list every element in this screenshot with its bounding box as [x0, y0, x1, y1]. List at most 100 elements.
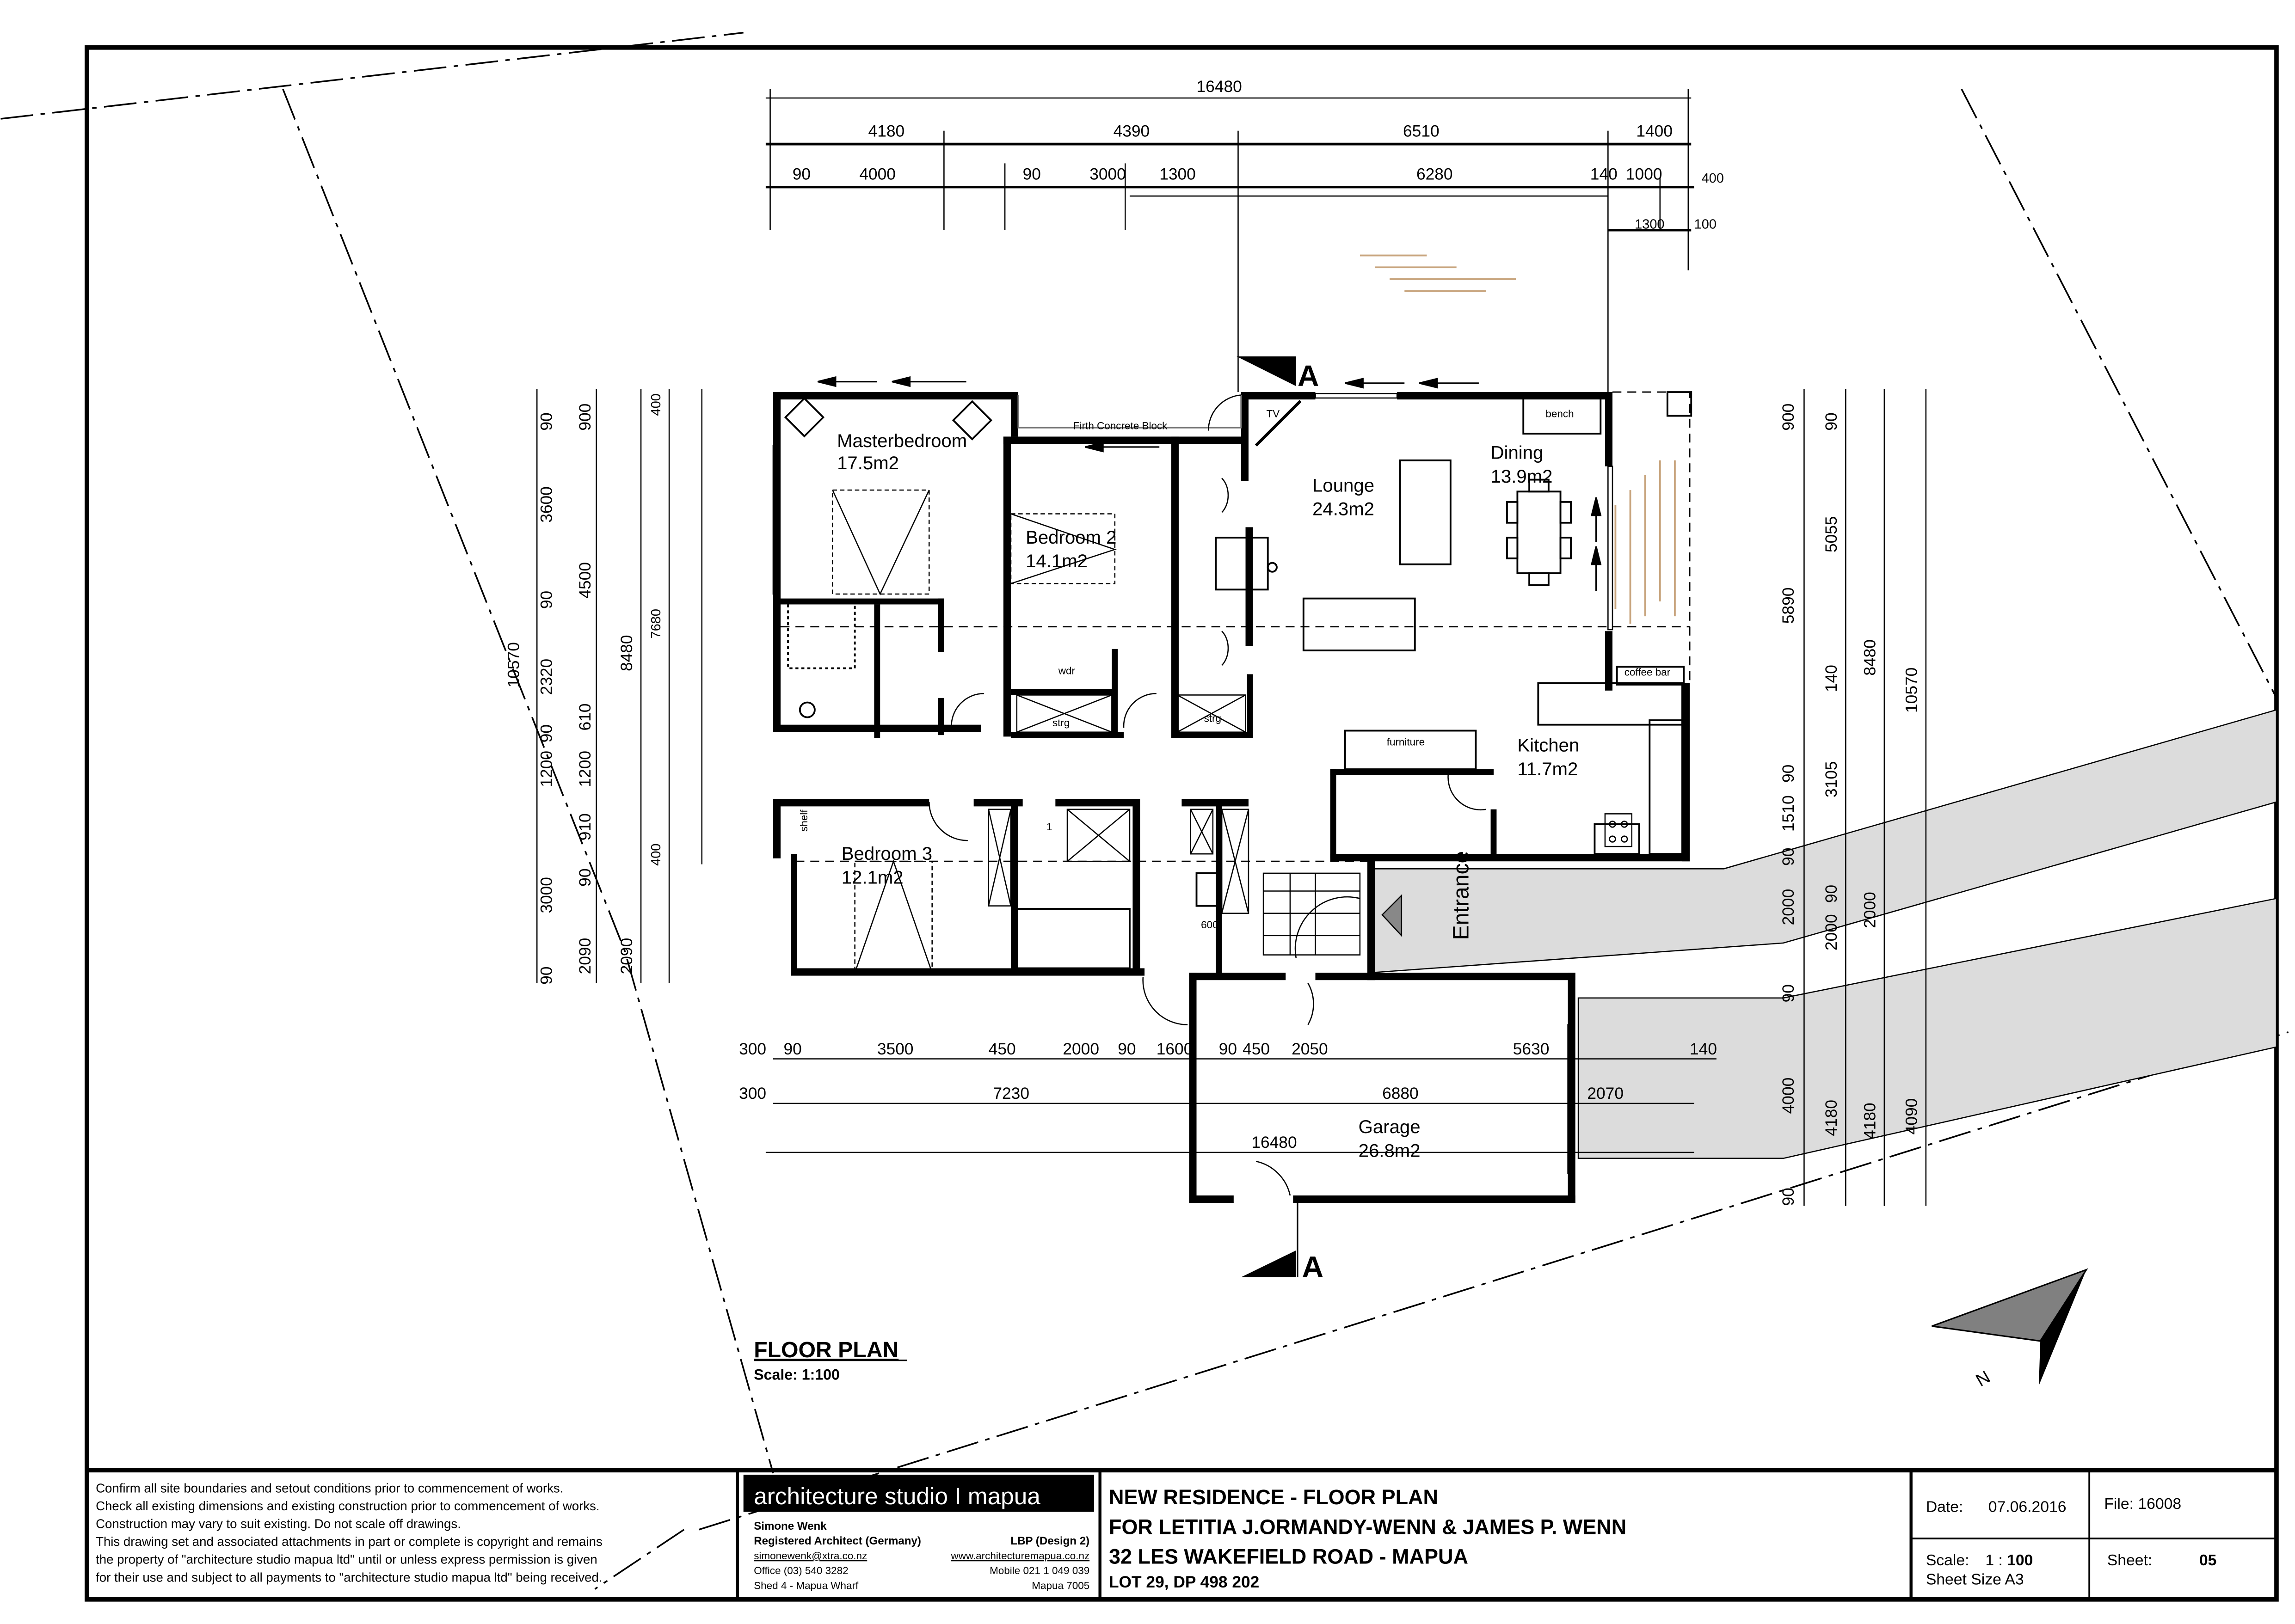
svg-text:4090: 4090 — [1903, 1098, 1921, 1135]
svg-text:bench: bench — [1545, 408, 1574, 420]
room-bedroom2-area: 14.1m2 — [1026, 551, 1088, 571]
svg-text:6280: 6280 — [1416, 165, 1453, 184]
room-bedroom3-name: Bedroom 3 — [842, 843, 932, 864]
hob-icon — [1604, 813, 1633, 847]
svg-text:This drawing set and associate: This drawing set and associated attachme… — [96, 1534, 603, 1549]
svg-text:FOR LETITIA J.ORMANDY-WENN & J: FOR LETITIA J.ORMANDY-WENN & JAMES P. WE… — [1109, 1515, 1626, 1538]
entrance-arrow-icon — [1381, 894, 1403, 938]
svg-text:2000: 2000 — [1861, 892, 1879, 928]
room-garage-name: Garage — [1359, 1116, 1421, 1137]
room-masterbedroom-area: 17.5m2 — [837, 453, 899, 473]
svg-text:Confirm all site boundaries an: Confirm all site boundaries and setout c… — [96, 1481, 563, 1495]
svg-text:2090: 2090 — [576, 938, 594, 974]
svg-text:4000: 4000 — [859, 165, 896, 184]
svg-text:900: 900 — [576, 404, 594, 431]
svg-text:Date:: Date: — [1926, 1498, 1963, 1515]
svg-text:Scale:: Scale: — [1926, 1551, 1969, 1569]
firm-website-link[interactable]: www.architecturemapua.co.nz — [950, 1550, 1089, 1562]
svg-text:Sheet Size A3: Sheet Size A3 — [1926, 1571, 2024, 1588]
svg-text:3000: 3000 — [1089, 165, 1126, 184]
svg-text:610: 610 — [576, 704, 594, 731]
room-garage-area: 26.8m2 — [1359, 1140, 1421, 1161]
svg-text:A: A — [1298, 359, 1319, 392]
svg-text:90: 90 — [1822, 412, 1840, 430]
svg-text:4000: 4000 — [1779, 1078, 1797, 1114]
drawing-date: 07.06.2016 — [1988, 1498, 2067, 1515]
fixture-labels: Firth Concrete Block TV bench wdr strg s… — [798, 408, 1671, 931]
svg-text:1510: 1510 — [1779, 795, 1797, 832]
drawing-title: FLOOR PLAN Scale: 1:100 — [754, 1337, 907, 1383]
svg-text:5630: 5630 — [1513, 1040, 1550, 1058]
svg-text:2320: 2320 — [537, 659, 555, 695]
svg-text:4180: 4180 — [1822, 1100, 1840, 1136]
svg-text:2070: 2070 — [1587, 1085, 1624, 1103]
svg-text:90: 90 — [537, 412, 555, 430]
storage-crosses — [988, 694, 1249, 914]
svg-text:4180: 4180 — [1861, 1103, 1879, 1139]
svg-text:90: 90 — [1779, 984, 1797, 1002]
svg-text:8480: 8480 — [1861, 639, 1879, 676]
room-bedroom2-name: Bedroom 2 — [1026, 527, 1116, 548]
room-lounge-name: Lounge — [1312, 475, 1374, 496]
svg-text:N: N — [1973, 1367, 1994, 1391]
svg-text:wdr: wdr — [1058, 665, 1076, 676]
svg-text:3000: 3000 — [537, 877, 555, 913]
dimensions-left: 10570 90 3600 90 2320 90 1200 3000 90 90… — [505, 389, 703, 985]
room-lounge-area: 24.3m2 — [1312, 499, 1374, 520]
svg-text:Shed 4 - Mapua Wharf: Shed 4 - Mapua Wharf — [754, 1580, 859, 1591]
svg-text:6510: 6510 — [1403, 123, 1440, 141]
svg-text:90: 90 — [537, 967, 555, 985]
svg-text:Simone Wenk: Simone Wenk — [754, 1520, 827, 1532]
room-labels: Masterbedroom 17.5m2 Bedroom 2 14.1m2 Lo… — [837, 430, 1579, 1161]
svg-text:Construction may vary to suit: Construction may vary to suit existing. … — [96, 1517, 461, 1531]
svg-text:400: 400 — [649, 844, 664, 866]
meta-block: Date: 07.06.2016 File: 16008 Scale: 1 : … — [1926, 1495, 2217, 1588]
walls — [773, 392, 1690, 1203]
title-block — [86, 1468, 2277, 1599]
slider-arrows — [817, 376, 1602, 591]
svg-text:400: 400 — [649, 393, 664, 416]
room-kitchen-name: Kitchen — [1517, 735, 1579, 756]
svg-text:90: 90 — [1779, 1188, 1797, 1206]
svg-text:FLOOR PLAN: FLOOR PLAN — [754, 1337, 898, 1362]
svg-text:Mapua 7005: Mapua 7005 — [1032, 1580, 1089, 1591]
svg-text:910: 910 — [576, 813, 594, 840]
svg-text:90: 90 — [537, 724, 555, 742]
svg-text:Office (03) 540 3282: Office (03) 540 3282 — [754, 1565, 848, 1576]
svg-text:90: 90 — [1118, 1040, 1136, 1058]
svg-text:LOT 29, DP 498 202: LOT 29, DP 498 202 — [1109, 1573, 1259, 1591]
svg-text:90: 90 — [1822, 885, 1840, 903]
svg-text:3600: 3600 — [537, 486, 555, 523]
svg-text:LBP (Design 2): LBP (Design 2) — [1010, 1535, 1089, 1547]
tv-cabinet — [1255, 400, 1302, 447]
svg-text:600: 600 — [1201, 919, 1218, 931]
dimensions-bottom: 300 90 3500 450 2000 90 1600 90 450 2050… — [739, 1040, 1717, 1153]
svg-text:5890: 5890 — [1779, 588, 1797, 624]
beds — [832, 489, 1117, 974]
post-icon — [1666, 391, 1692, 417]
armchairs — [784, 397, 993, 441]
room-dining-area: 13.9m2 — [1491, 466, 1553, 487]
svg-text:10570: 10570 — [505, 642, 523, 687]
svg-text:Sheet:: Sheet: — [2107, 1551, 2152, 1569]
firm-email-link[interactable]: simonewenk@xtra.co.nz — [754, 1550, 867, 1562]
svg-text:1600: 1600 — [1157, 1040, 1193, 1058]
svg-text:90: 90 — [1779, 765, 1797, 783]
svg-text:90: 90 — [1219, 1040, 1237, 1058]
deck-hatching — [1360, 254, 1676, 624]
svg-text:furniture: furniture — [1387, 736, 1425, 748]
dimensions-right: 900 5890 90 1510 90 2000 90 4000 90 90 5… — [1779, 389, 1927, 1206]
svg-text:90: 90 — [793, 165, 811, 184]
svg-text:A: A — [1302, 1250, 1323, 1284]
svg-text:strg: strg — [1052, 717, 1070, 729]
svg-text:140: 140 — [1690, 1040, 1717, 1058]
firm-logo-bar — [743, 1474, 1094, 1512]
svg-text:140: 140 — [1822, 665, 1840, 692]
door-swings — [928, 394, 1487, 1196]
dimensions-top: 16480 4180 4390 6510 1400 90 4000 90 300… — [765, 78, 1724, 392]
svg-text:1 : 100: 1 : 100 — [1985, 1551, 2033, 1569]
svg-text:coffee bar: coffee bar — [1624, 667, 1671, 678]
sheet-number: 05 — [2199, 1551, 2217, 1569]
